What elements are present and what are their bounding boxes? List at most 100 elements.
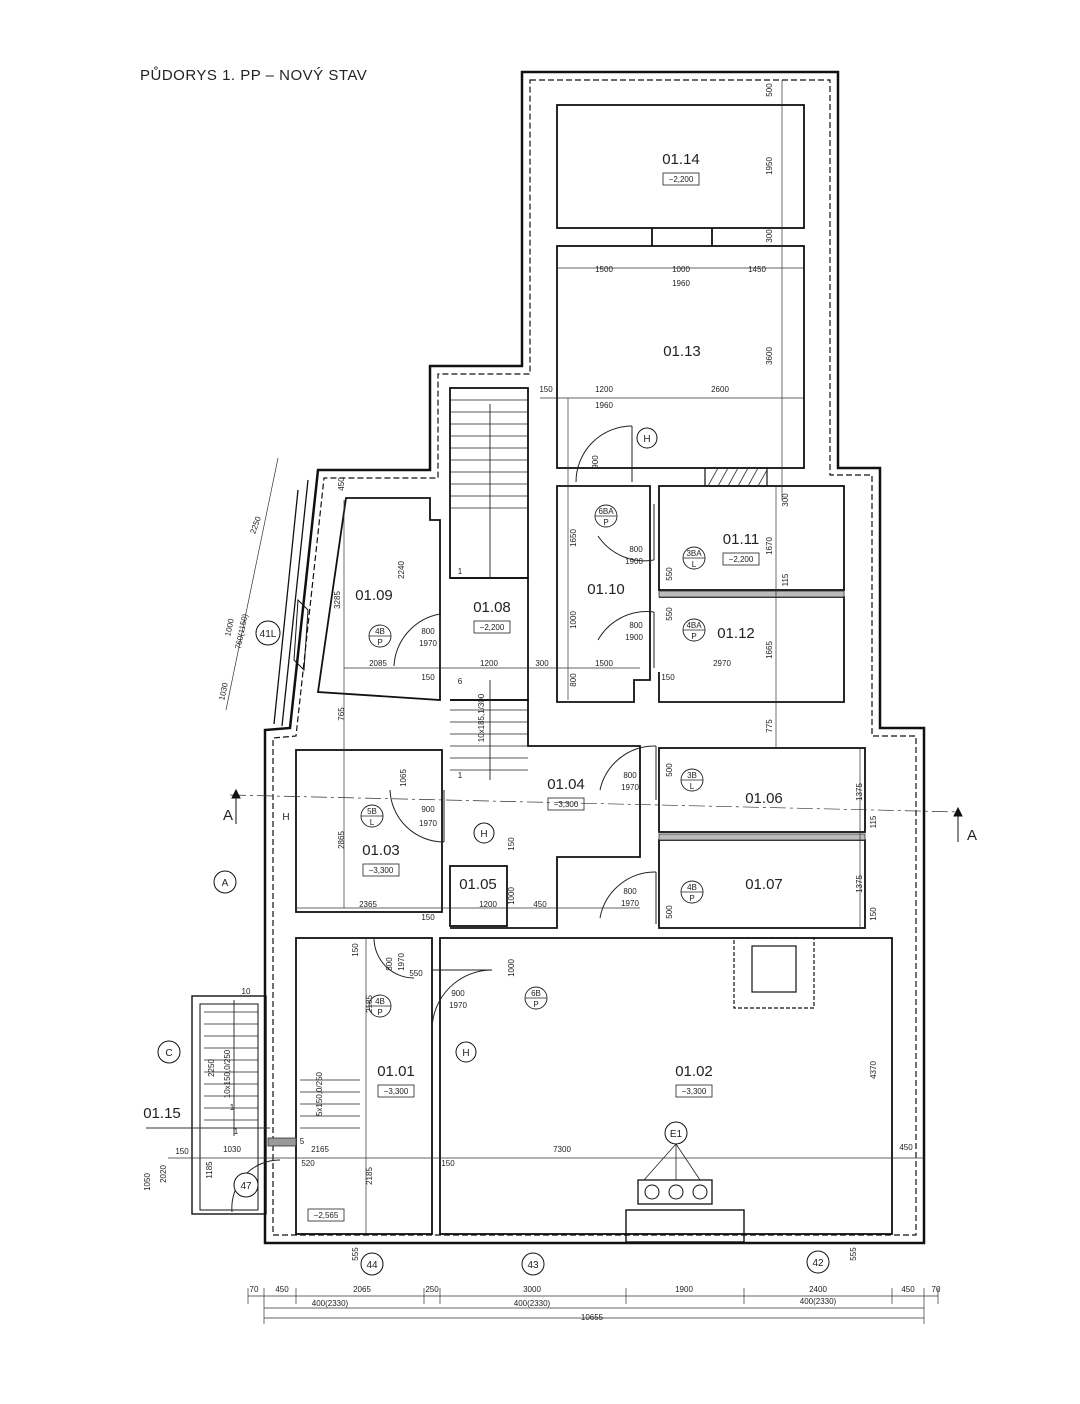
dimension-label: 450 <box>899 1143 913 1152</box>
level-box <box>675 1084 713 1098</box>
dimension-label: 900 <box>421 805 435 814</box>
circle-marker <box>213 870 237 894</box>
room-label: 01.09 <box>355 587 393 604</box>
dimension-label: 500 <box>665 763 674 777</box>
door-tag-type: 4BA <box>686 621 702 630</box>
dimension-label: 300 <box>535 659 549 668</box>
dimension-label: 1950 <box>765 157 774 175</box>
dimension-label: 1900 <box>625 557 643 566</box>
dimension-label: 2250 <box>248 515 263 535</box>
dimension-label: 10x185,1/300 <box>477 693 486 742</box>
dimension-label: 2185 <box>365 1167 374 1185</box>
dimension-label: 150 <box>441 1159 455 1168</box>
room-outlines <box>191 104 893 1243</box>
room-labels: 01.14−2,20001.1301.11−2,20001.1201.1001.… <box>143 151 783 1222</box>
dimension-label: 1200 <box>480 659 498 668</box>
dimension-label: 800 <box>385 957 394 971</box>
dimension-label: 1000 <box>507 887 516 905</box>
dimension-label: 1185 <box>205 1161 214 1179</box>
circle-marker <box>521 1252 545 1276</box>
dimension-lines <box>146 80 961 1324</box>
circle-marker-label: 43 <box>527 1260 539 1271</box>
room-label: 01.15 <box>143 1105 181 1122</box>
circle-marker-label: 41L <box>260 629 277 640</box>
level-box <box>307 1208 345 1222</box>
room-label: 01.13 <box>663 343 701 360</box>
dimension-label: 1030 <box>223 1145 241 1154</box>
circle-marker-label: C <box>165 1048 172 1059</box>
section-marks: AA <box>223 807 977 844</box>
dimension-label: 800 <box>569 673 578 687</box>
room-level: −2,200 <box>669 175 694 184</box>
dimension-label: 1960 <box>595 401 613 410</box>
dimension-label: 520 <box>301 1159 315 1168</box>
room-label: 01.14 <box>662 151 700 168</box>
dimension-label: 1900 <box>625 633 643 642</box>
room-label: 01.07 <box>745 876 783 893</box>
dimension-label: 1970 <box>621 783 639 792</box>
dimension-label: 1375 <box>855 783 864 801</box>
room-label: 01.04 <box>547 776 585 793</box>
dimension-label: 555 <box>351 1247 360 1261</box>
level-box <box>377 1084 415 1098</box>
door-tag-type: 6BA <box>598 507 614 516</box>
door-tag-type: 4B <box>687 883 697 892</box>
dimension-label: 800 <box>623 771 637 780</box>
dimension-label: 2600 <box>711 385 729 394</box>
dimension-label: 150 <box>421 673 435 682</box>
level-box <box>662 172 700 186</box>
dimension-label: 1 <box>230 1103 235 1112</box>
dimension-label: 900 <box>591 455 600 469</box>
dimension-label: 150 <box>351 943 360 957</box>
room-label: 01.10 <box>587 581 625 598</box>
door-tag-type: 6B <box>531 989 541 998</box>
dimension-label: 2400 <box>809 1285 827 1294</box>
dimension-label: 1000 <box>569 611 578 629</box>
dimension-label: 1665 <box>765 641 774 659</box>
dimension-label: 1970 <box>419 639 437 648</box>
dimension-label: 800 <box>623 887 637 896</box>
dimension-label: 150 <box>507 837 516 851</box>
dimension-label: 800 <box>421 627 435 636</box>
room-label: 01.02 <box>675 1063 713 1080</box>
circle-marker-label: 44 <box>366 1260 378 1271</box>
outer-walls <box>263 70 926 1245</box>
dimension-label: 1900 <box>675 1285 693 1294</box>
dimension-label: 450 <box>275 1285 289 1294</box>
circle-marker-label: H <box>462 1048 469 1059</box>
dimension-label: 450 <box>533 900 547 909</box>
dimension-label: 400(2330) <box>800 1297 837 1306</box>
dimension-label: 70 <box>932 1285 941 1294</box>
dimension-label: 5 <box>300 1137 305 1146</box>
boiler-circle <box>644 1184 660 1200</box>
dimension-label: 2250 <box>207 1059 216 1077</box>
dimension-label: 1030 <box>217 681 230 701</box>
circle-marker-label: H <box>480 829 487 840</box>
room-level: −2,200 <box>480 623 505 632</box>
level-box <box>722 552 760 566</box>
dimension-label: 150 <box>175 1147 189 1156</box>
dimension-label: 1450 <box>748 265 766 274</box>
room-level: −2,200 <box>729 555 754 564</box>
room-label: 01.11 <box>723 531 759 548</box>
circle-marker-label: H <box>282 812 289 823</box>
dimension-label: 1000 <box>507 959 516 977</box>
circle-marker-label: 47 <box>240 1181 252 1192</box>
dimension-label: 550 <box>409 969 423 978</box>
dimension-label: 300 <box>781 493 790 507</box>
dimension-label: 150 <box>421 913 435 922</box>
dimension-label: 10x150,0/250 <box>223 1049 232 1098</box>
dimension-label: 1970 <box>621 899 639 908</box>
dimension-label: 550 <box>665 567 674 581</box>
dimension-label: 10 <box>242 987 251 996</box>
door-tag-side: L <box>370 818 375 827</box>
door-tag-type: 5B <box>367 807 377 816</box>
dimension-label: 2865 <box>337 831 346 849</box>
level-box <box>362 863 400 877</box>
dimension-label: 760(1150) <box>233 613 249 650</box>
room-level: −2,565 <box>314 1211 339 1220</box>
dimension-label: 5x150,0/250 <box>315 1071 324 1116</box>
